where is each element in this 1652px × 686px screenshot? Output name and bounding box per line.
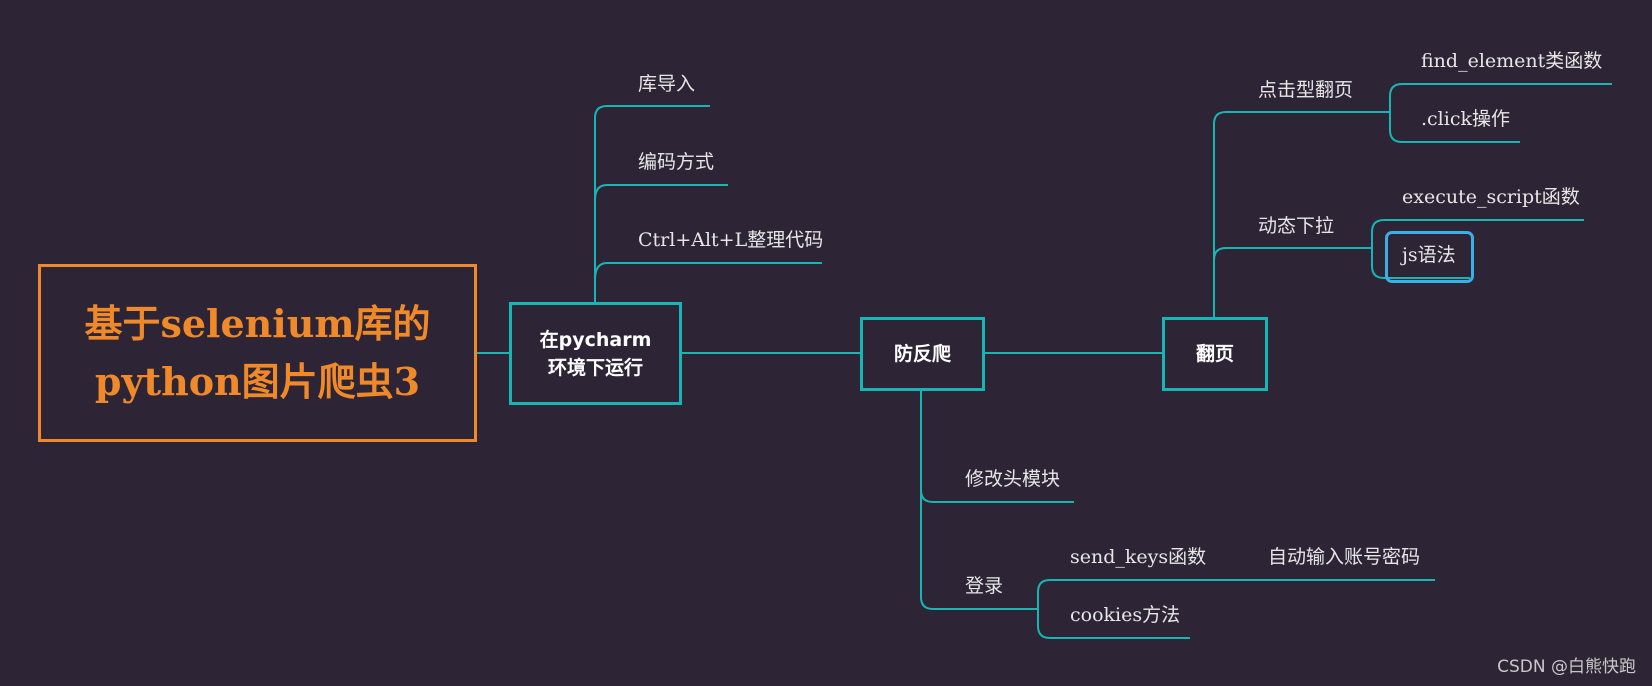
leaf-send-keys[interactable]: send_keys函数 bbox=[1070, 546, 1207, 568]
leaf-import[interactable]: 库导入 bbox=[638, 73, 696, 95]
topic-pycharm-line2: 环境下运行 bbox=[547, 356, 643, 379]
topic-pagination-label: 翻页 bbox=[1195, 343, 1234, 365]
leaf-headers[interactable]: 修改头模块 bbox=[965, 468, 1061, 490]
root-title-line2: python图片爬虫3 bbox=[94, 359, 421, 404]
watermark: CSDN @白熊快跑 bbox=[1497, 657, 1636, 677]
topic-pycharm-line1: 在pycharm bbox=[539, 328, 652, 351]
leaf-format-code[interactable]: Ctrl+Alt+L整理代码 bbox=[638, 229, 824, 251]
leaf-login[interactable]: 登录 bbox=[965, 575, 1004, 597]
root-topic[interactable]: 基于selenium库的 python图片爬虫3 bbox=[38, 264, 477, 442]
leaf-scroll[interactable]: 动态下拉 bbox=[1258, 215, 1335, 237]
leaf-click-op[interactable]: .click操作 bbox=[1421, 108, 1510, 130]
leaf-encoding[interactable]: 编码方式 bbox=[638, 151, 715, 173]
root-title-line1: 基于selenium库的 bbox=[84, 301, 431, 346]
topic-anti-crawl[interactable]: 防反爬 bbox=[860, 317, 985, 391]
leaf-cookies[interactable]: cookies方法 bbox=[1070, 604, 1181, 626]
topic-anti-crawl-label: 防反爬 bbox=[893, 343, 951, 365]
topic-pagination[interactable]: 翻页 bbox=[1162, 317, 1268, 391]
leaf-auto-input[interactable]: 自动输入账号密码 bbox=[1268, 546, 1421, 568]
leaf-find-element[interactable]: find_element类函数 bbox=[1421, 50, 1603, 72]
topic-pycharm[interactable]: 在pycharm 环境下运行 bbox=[509, 302, 682, 405]
selection-highlight bbox=[1385, 231, 1474, 283]
leaf-execute-script[interactable]: execute_script函数 bbox=[1402, 186, 1580, 208]
leaf-click-pagination[interactable]: 点击型翻页 bbox=[1258, 79, 1354, 101]
leaf-js-syntax[interactable]: js语法 bbox=[1402, 244, 1456, 266]
